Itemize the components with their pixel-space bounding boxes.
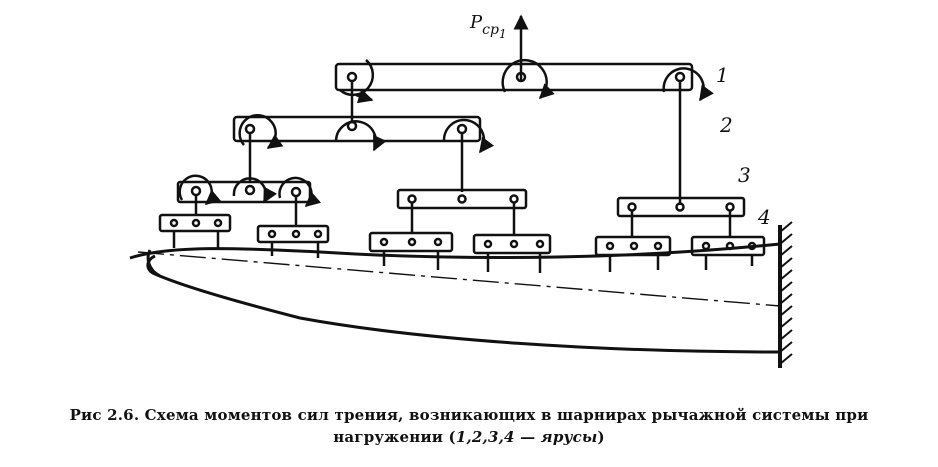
force-label: Pср1 — [469, 12, 507, 41]
tier-label-1: 1 — [716, 63, 729, 87]
lever-tier-3 — [176, 174, 746, 237]
fixed-wall — [778, 221, 793, 368]
wing-beam — [129, 242, 782, 354]
lever-tier-4 — [158, 213, 766, 273]
lever-tier-2 — [232, 114, 495, 192]
tier-label-2: 2 — [719, 113, 733, 137]
lever-system-diagram: Pср1 1 2 — [129, 12, 793, 368]
lever-tier-1 — [334, 59, 714, 205]
wing-leading-edge — [146, 249, 161, 278]
tier-label-3: 3 — [738, 163, 751, 187]
figure-caption: Рис 2.6. Схема моментов сил трения, возн… — [0, 404, 938, 448]
caption-line-2: нагружении (1,2,3,4 — ярусы) — [333, 428, 605, 446]
beam-centerline — [137, 251, 781, 307]
tier-label-4: 4 — [757, 205, 771, 229]
caption-line-1: Рис 2.6. Схема моментов сил трения, возн… — [69, 406, 869, 424]
